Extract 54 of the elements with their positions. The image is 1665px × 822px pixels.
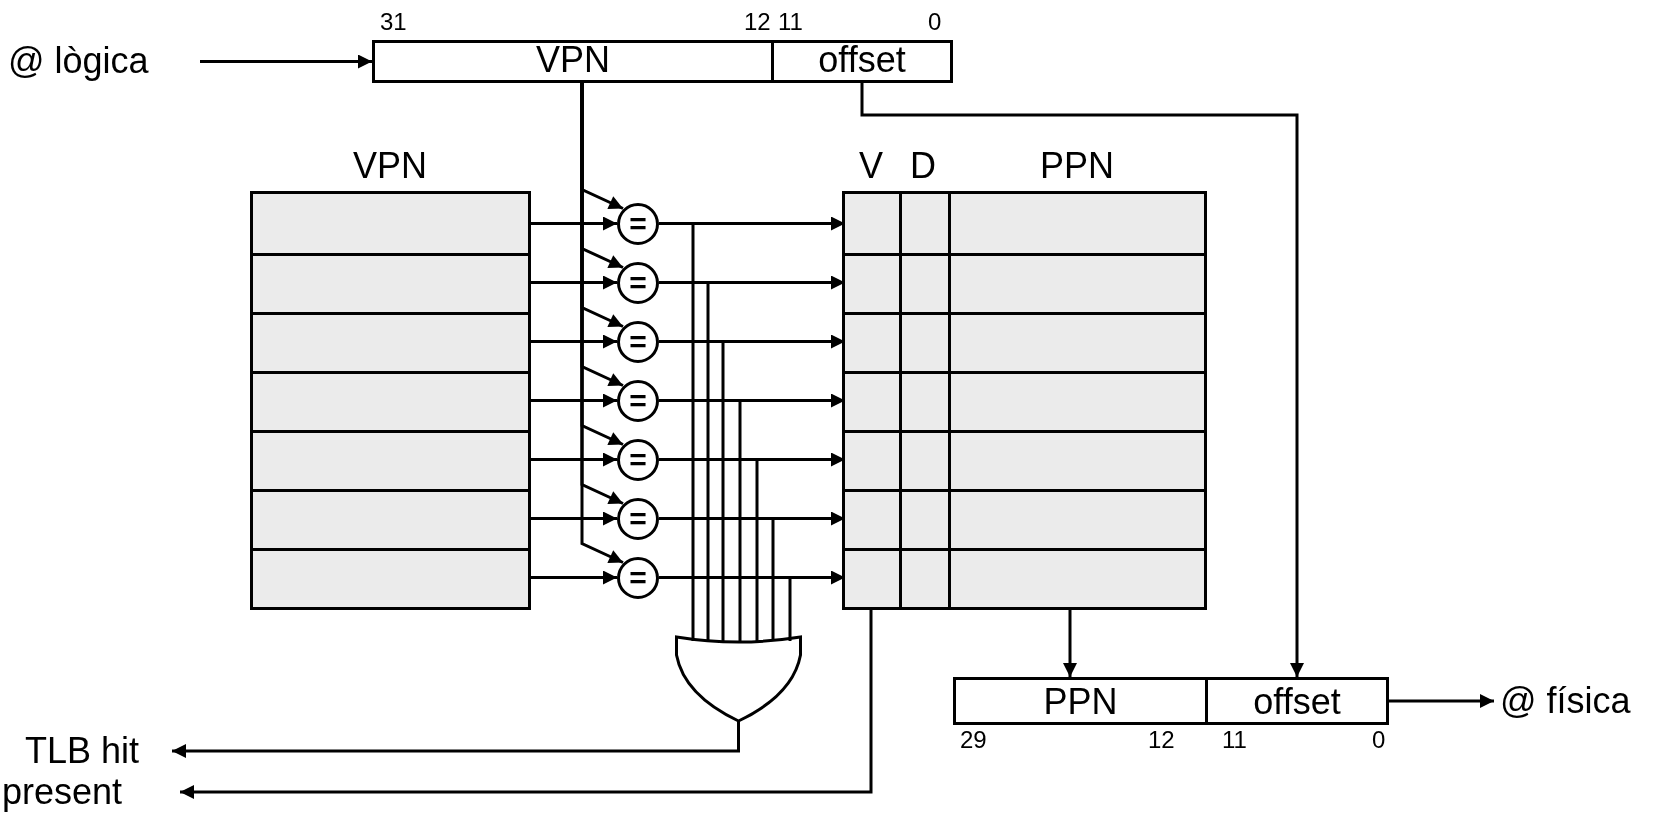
address-label: @ lògica	[8, 43, 149, 79]
arrow	[528, 334, 617, 349]
wire	[659, 340, 725, 641]
arrow	[528, 570, 617, 585]
address-label: @ física	[1500, 683, 1631, 719]
table-row	[845, 489, 1204, 548]
bit-index: 31	[380, 10, 407, 34]
bit-index: 11	[778, 10, 803, 34]
table-row	[845, 371, 1204, 430]
register-field: offset	[771, 40, 953, 83]
address-label: present	[2, 774, 123, 810]
table-row	[845, 548, 1204, 607]
register-field: offset	[1205, 677, 1389, 725]
bit-index: 11	[1222, 728, 1247, 752]
bit-index: 12	[1148, 728, 1175, 752]
arrow	[180, 610, 873, 799]
column-header: PPN	[1040, 148, 1114, 184]
address-label: TLB hit	[25, 733, 140, 769]
arrow	[200, 54, 372, 69]
arrow	[172, 721, 740, 758]
column-header: V	[859, 148, 883, 184]
arrow	[528, 452, 617, 467]
table-row	[845, 430, 1204, 489]
arrow	[1063, 610, 1077, 677]
table-row	[845, 312, 1204, 371]
wire	[659, 399, 742, 641]
table-row	[845, 253, 1204, 312]
wire	[659, 517, 775, 641]
column-header: D	[910, 148, 936, 184]
table-row	[253, 312, 528, 371]
bit-index: 12	[744, 10, 771, 34]
wire	[659, 281, 710, 641]
register-field: PPN	[953, 677, 1208, 725]
wire	[659, 222, 695, 641]
arrow	[1389, 694, 1494, 708]
arrow	[528, 216, 617, 231]
bit-index: 0	[1372, 728, 1386, 752]
table-row	[253, 430, 528, 489]
table-row	[253, 253, 528, 312]
table-row	[253, 489, 528, 548]
arrow	[528, 275, 617, 290]
arrow	[528, 393, 617, 408]
wire	[659, 458, 759, 641]
column-header: VPN	[353, 148, 427, 184]
table-row	[845, 194, 1204, 253]
table-row	[253, 548, 528, 607]
arrow	[860, 83, 1304, 677]
table-row	[253, 194, 528, 253]
bit-index: 29	[960, 728, 987, 752]
bit-index: 0	[928, 10, 942, 34]
register-field: VPN	[372, 40, 774, 83]
wire	[659, 576, 792, 641]
table-row	[253, 371, 528, 430]
arrow	[528, 511, 617, 526]
